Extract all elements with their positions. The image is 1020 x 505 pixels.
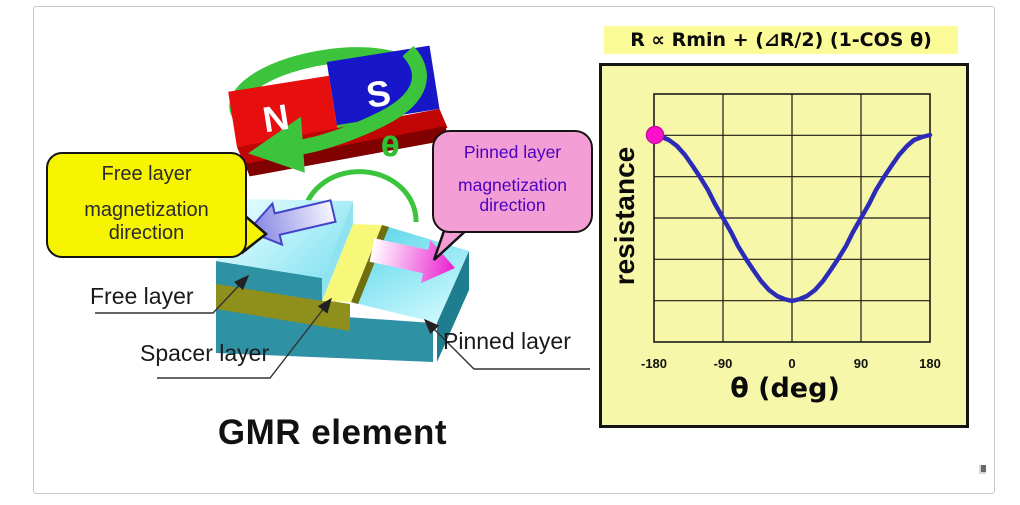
resistance-plot bbox=[645, 93, 933, 343]
pinned-layer-label: Pinned layer bbox=[443, 328, 571, 354]
spacer-layer-top-face bbox=[322, 224, 382, 302]
pinned-callout-line2: magnetization bbox=[458, 175, 567, 195]
spacer-layer-front-face bbox=[216, 283, 350, 331]
operating-point-marker bbox=[645, 125, 665, 145]
resistance-curve bbox=[651, 132, 933, 304]
pinned-callout-line3: direction bbox=[479, 195, 546, 216]
x-axis-label: θ (deg) bbox=[730, 373, 840, 404]
free-layer-callout: Free layer magnetization direction bbox=[46, 152, 247, 258]
pinned-layer-front-face bbox=[216, 308, 433, 362]
x-tick--90: -90 bbox=[713, 356, 733, 371]
rotation-arrow-head-icon bbox=[248, 116, 305, 173]
free-layer-side-face bbox=[322, 201, 353, 301]
resistance-formula: R ∝ Rmin + (⊿R/2) (1-COS θ) bbox=[604, 26, 958, 54]
free-layer-leader-line bbox=[95, 274, 250, 314]
spacer-layer-leader-line bbox=[157, 297, 332, 379]
slide-title: GMR element bbox=[217, 413, 448, 452]
x-tick-180: 180 bbox=[919, 356, 941, 371]
free-callout-line2: magnetization bbox=[84, 199, 209, 221]
pinned-layer-leader-line bbox=[423, 318, 590, 370]
x-tick-90: 90 bbox=[853, 356, 869, 371]
theta-symbol: θ bbox=[381, 132, 400, 163]
x-tick--180: -180 bbox=[640, 356, 668, 371]
spacer-layer-label: Spacer layer bbox=[140, 340, 270, 366]
rotation-arrow-front-band bbox=[300, 46, 427, 155]
x-tick-0: 0 bbox=[788, 356, 796, 371]
pinned-layer-side-face bbox=[437, 251, 469, 362]
free-magnetization-arrow-icon bbox=[246, 199, 337, 247]
theta-angle-arc bbox=[300, 169, 419, 223]
free-layer-front-face bbox=[216, 261, 322, 301]
north-pole-label: N bbox=[260, 96, 292, 141]
plot-grid bbox=[653, 93, 931, 343]
free-callout-line1: Free layer bbox=[101, 163, 192, 185]
free-callout-line3: direction bbox=[108, 222, 185, 245]
magnet-north-pole bbox=[228, 75, 338, 148]
magnet-group: N S bbox=[228, 45, 450, 177]
resistance-graph-panel: resistance -180 -90 0 90 180 θ (deg) bbox=[599, 63, 969, 428]
y-axis-label: resistance bbox=[609, 146, 640, 286]
pinned-callout-line1: Pinned layer bbox=[463, 142, 562, 162]
corner-mark bbox=[979, 465, 986, 474]
free-layer-label: Free layer bbox=[90, 283, 194, 309]
pinned-layer-callout: Pinned layer magnetization direction bbox=[432, 130, 593, 233]
pinned-magnetization-arrow-icon bbox=[369, 238, 455, 284]
